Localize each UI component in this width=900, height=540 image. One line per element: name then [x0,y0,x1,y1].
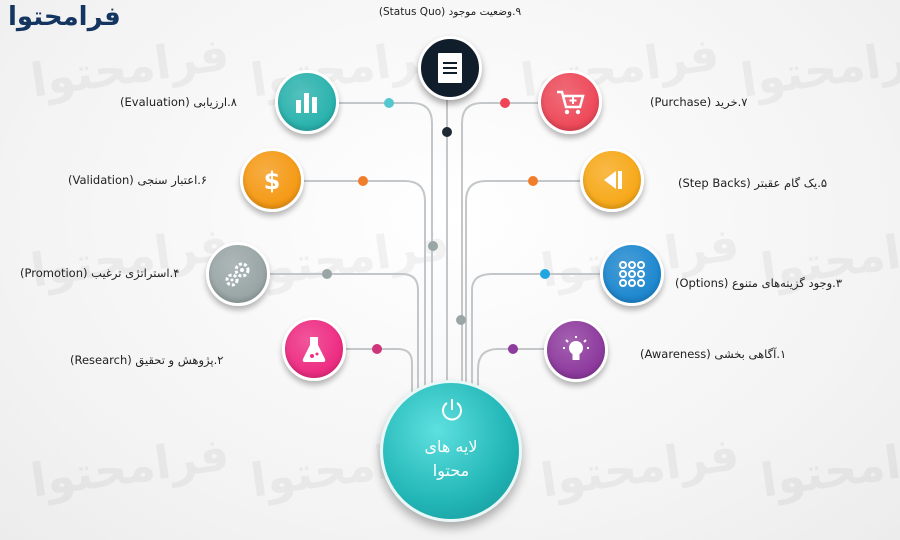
evaluation-node [275,70,339,134]
bulb-icon [563,336,589,360]
connector-dot [428,241,438,251]
promotion-node [206,242,270,306]
content-layers-center: لایه های محتوا [380,380,522,522]
connector-dot [384,98,394,108]
connector-line [465,180,582,400]
grid-icon [619,261,645,287]
bar-chart-icon [296,93,317,113]
step-backs-label: ۵.یک گام عقبتر (Step Backs) [678,176,828,190]
center-title-line1: لایه های [424,437,478,456]
connector-line [477,348,546,410]
connector-line [300,180,426,400]
validation-label: ۶.اعتبار سنجی (Validation) [68,173,208,187]
power-icon [442,399,462,421]
awareness-label: ۱.آگاهی بخشی (Awareness) [640,347,787,361]
cart-icon [557,90,585,115]
connector-line [471,273,602,405]
options-node [600,242,664,306]
center-title-line2: محتوا [432,461,470,480]
research-node [282,317,346,381]
connector-dot [500,98,510,108]
connector-dot [322,269,332,279]
brand-logo: فرامحتوا [8,2,122,32]
connector-dot [372,344,382,354]
connector-dot [442,127,452,137]
step-backs-node [580,148,644,212]
connector-dot [540,269,550,279]
flask-icon [302,337,326,362]
connector-line [266,273,419,405]
connector-line [461,102,540,395]
connector-dot [508,344,518,354]
status-quo-label: ۹.وضعیت موجود (Status Quo) [378,6,522,18]
dollar-icon: $ [264,167,281,195]
connector-dot [528,176,538,186]
step-back-icon [604,171,622,189]
evaluation-label: ۸.ارزیابی (Evaluation) [120,95,237,109]
svg-text:$: $ [264,167,281,195]
gears-icon [225,262,250,287]
validation-node: $ [240,148,304,212]
connector-line [340,348,413,410]
connector-dot [456,315,466,325]
connector-line [336,102,433,395]
options-label: ۳.وجود گزینه‌های متنوع (Options) [675,276,843,290]
connector-dot [358,176,368,186]
document-icon [438,53,462,83]
awareness-node [544,318,608,382]
status-quo-node [418,36,482,100]
purchase-node [538,70,602,134]
promotion-label: ۴.استراتژی ترغیب (Promotion) [20,266,180,280]
purchase-label: ۷.خرید (Purchase) [650,95,748,109]
research-label: ۲.پژوهش و تحقیق (Research) [70,353,224,367]
